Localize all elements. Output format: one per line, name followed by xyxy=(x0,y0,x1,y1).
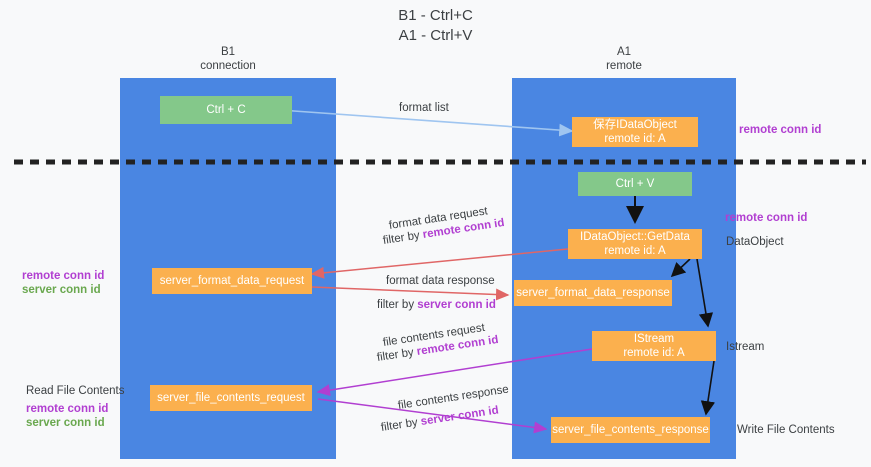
column-header-right-role: remote xyxy=(606,60,642,72)
label-format-data-response-filter: filter by server conn id xyxy=(377,298,496,312)
box-server-file-contents-request[interactable]: server_file_contents_request xyxy=(150,385,312,411)
label-format-data-response-filter-prefix: filter by xyxy=(377,299,418,311)
annotation-left-read-file-contents: Read File Contents xyxy=(26,385,125,397)
label-file-contents-request-filter-prefix: filter by xyxy=(376,346,418,364)
box-idataobject-getdata[interactable]: IDataObject::GetData remote id: A xyxy=(568,229,702,259)
box-server-format-data-response[interactable]: server_format_data_response xyxy=(514,280,672,306)
annotation-left-bottom-remote-conn-id: remote conn id xyxy=(26,403,109,415)
box-idataobject-getdata-line2: remote id: A xyxy=(604,245,666,257)
column-header-right-name: A1 xyxy=(616,46,632,58)
column-header-left-role: connection xyxy=(200,60,256,72)
page-title-line1: B1 - Ctrl+C xyxy=(398,7,473,24)
annotation-right-top-remote-conn-id: remote conn id xyxy=(739,124,822,136)
label-format-data-response: format data response xyxy=(386,275,495,287)
label-format-list: format list xyxy=(399,102,449,114)
arrow-format-data-response xyxy=(311,286,510,301)
column-header-left-name: B1 xyxy=(220,46,236,58)
annotation-left-server-conn-id: server conn id xyxy=(22,284,101,296)
box-server-format-data-request[interactable]: server_format_data_request xyxy=(152,268,312,294)
box-istream-line2: remote id: A xyxy=(623,347,685,359)
label-format-data-response-filter-key: server conn id xyxy=(417,299,496,311)
label-file-contents-response-filter-prefix: filter by xyxy=(380,416,422,434)
column-header-left: B1 connection xyxy=(120,45,336,73)
annotation-left-remote-conn-id: remote conn id xyxy=(22,270,105,282)
annotation-right-dataobject: DataObject xyxy=(726,236,784,248)
box-server-file-contents-response[interactable]: server_file_contents_response xyxy=(551,417,710,443)
page-title: B1 - Ctrl+C A1 - Ctrl+V xyxy=(0,6,871,46)
box-idataobject-getdata-line1: IDataObject::GetData xyxy=(580,231,690,243)
annotation-right-mid-remote-conn-id: remote conn id xyxy=(725,212,808,224)
column-header-right: A1 remote xyxy=(512,45,736,73)
annotation-right-write-file-contents: Write File Contents xyxy=(737,424,835,436)
label-format-data-request-filter-prefix: filter by xyxy=(382,229,424,247)
box-ctrl-v[interactable]: Ctrl + V xyxy=(578,172,692,196)
box-istream-line1: IStream xyxy=(633,333,675,345)
annotation-right-istream: Istream xyxy=(726,341,765,353)
annotation-left-bottom-server-conn-id: server conn id xyxy=(26,417,105,429)
box-istream[interactable]: IStream remote id: A xyxy=(592,331,716,361)
box-save-idataobject-line2: remote id: A xyxy=(604,133,666,145)
box-ctrl-c[interactable]: Ctrl + C xyxy=(160,96,292,124)
box-save-idataobject[interactable]: 保存IDataObject remote id: A xyxy=(572,117,698,147)
page-title-line2: A1 - Ctrl+V xyxy=(398,27,473,44)
box-save-idataobject-line1: 保存IDataObject xyxy=(593,119,677,131)
